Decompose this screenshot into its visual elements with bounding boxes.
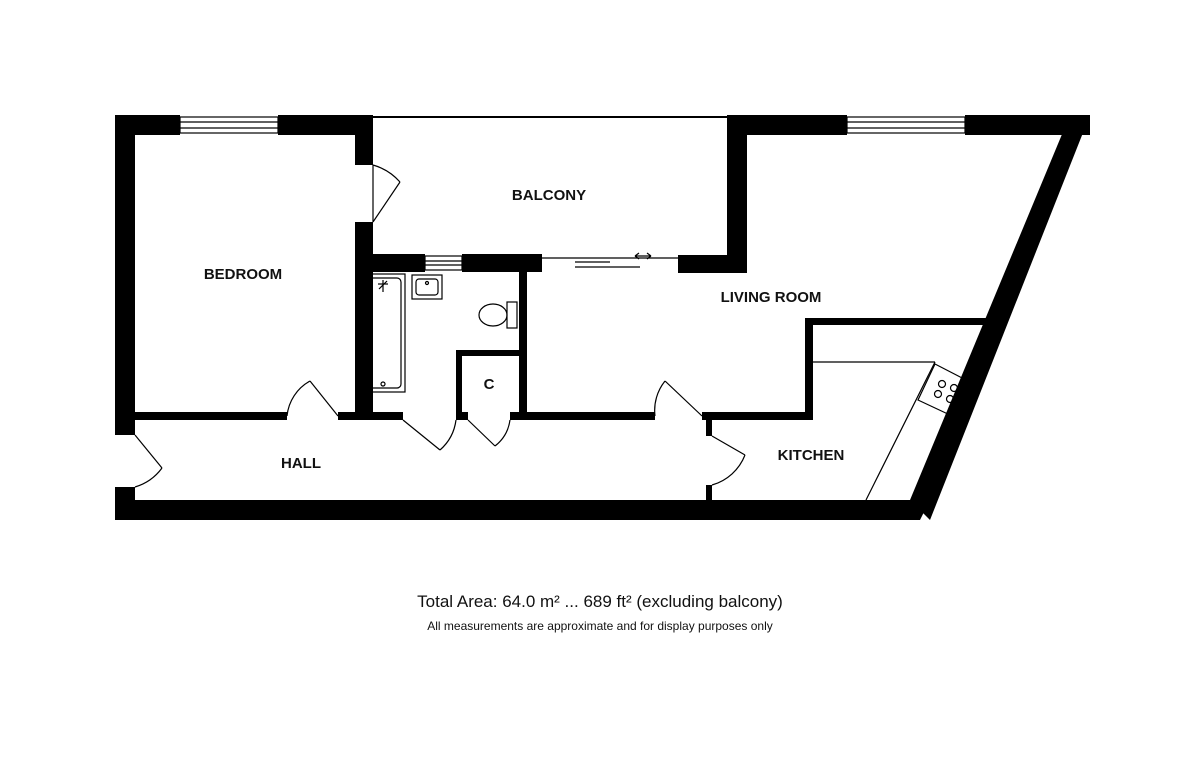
room-label-closet: C xyxy=(484,376,495,393)
internal-walls xyxy=(115,115,1005,505)
washbasin xyxy=(411,274,443,300)
window-bathroom xyxy=(424,255,463,271)
room-label-bedroom: BEDROOM xyxy=(204,266,282,283)
room-label-kitchen: KITCHEN xyxy=(778,447,845,464)
room-label-hall: HALL xyxy=(281,455,321,472)
window-bedroom xyxy=(179,116,279,134)
bathtub xyxy=(360,273,406,393)
doors xyxy=(134,164,746,488)
toilet xyxy=(478,301,518,329)
floor-plan: BALCONY BEDROOM LIVING ROOM C KITCHEN HA… xyxy=(115,115,1090,520)
disclaimer-text: All measurements are approximate and for… xyxy=(427,619,773,633)
hob xyxy=(917,363,967,416)
room-label-balcony: BALCONY xyxy=(512,187,586,204)
kitchen-counter xyxy=(813,361,936,501)
window-living-room xyxy=(846,116,966,134)
total-area-text: Total Area: 64.0 m² ... 689 ft² (excludi… xyxy=(417,592,783,611)
room-label-living-room: LIVING ROOM xyxy=(721,289,822,306)
outer-walls xyxy=(115,115,1090,520)
